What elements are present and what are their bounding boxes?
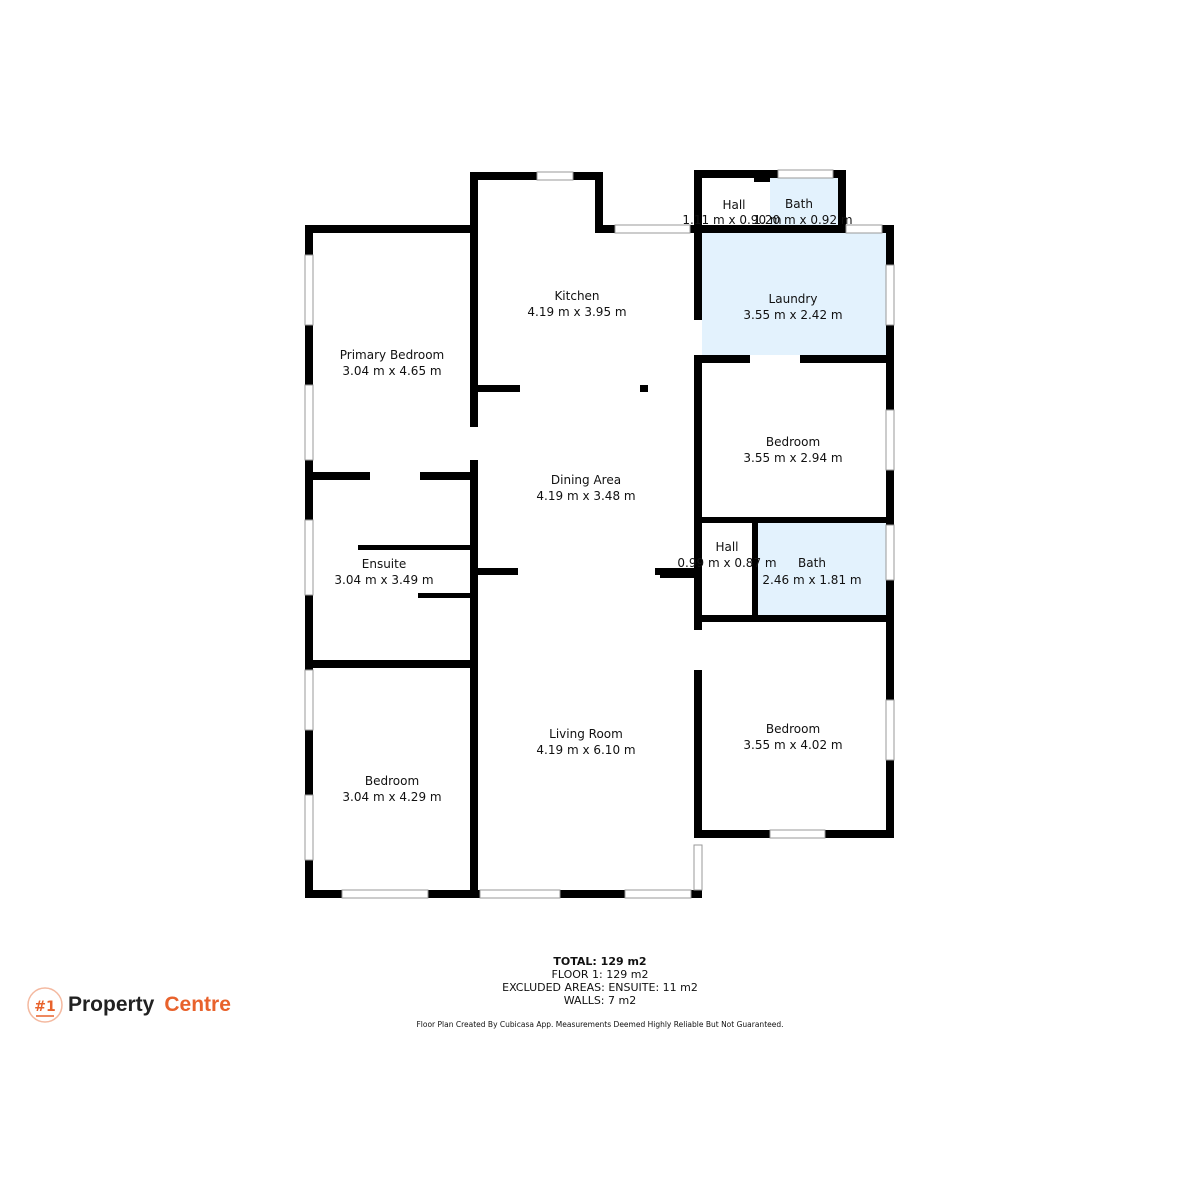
room-name: Bedroom [766,722,820,736]
logo-text-property: Property [68,993,155,1016]
excluded-area: EXCLUDED AREAS: ENSUITE: 11 m2 [502,981,698,994]
room-name: Bedroom [365,774,419,788]
room-dims: 2.46 m x 1.81 m [762,573,861,587]
property-centre-logo: #1 Property Centre [26,986,231,1024]
bath-top-fill [770,178,838,228]
room-dims: 1.20 m x 0.92 m [753,213,852,227]
logo-mark-icon: #1 [27,987,63,1023]
room-dims: 1.11 m x 0.90 m [682,213,781,227]
room-name: Kitchen [554,289,599,303]
room-name: Laundry [769,292,818,306]
room-name: Hall [722,198,745,212]
total-area: TOTAL: 129 m2 [553,955,647,968]
logo-text-centre: Centre [164,993,231,1016]
room-name: Ensuite [362,557,406,571]
room-labels: Primary Bedroom 3.04 m x 4.65 m Kitchen … [334,197,861,804]
room-dims: 3.04 m x 4.65 m [342,364,441,378]
room-dims: 3.55 m x 2.94 m [743,451,842,465]
svg-text:#1: #1 [34,999,55,1015]
area-summary: TOTAL: 129 m2 FLOOR 1: 129 m2 EXCLUDED A… [400,955,800,1007]
room-name: Bedroom [766,435,820,449]
walls-area: WALLS: 7 m2 [563,994,637,1007]
room-dims: 3.55 m x 4.02 m [743,738,842,752]
room-dims: 4.19 m x 3.95 m [527,305,626,319]
windows [304,169,895,899]
bath-fill [758,523,886,615]
room-name: Bath [798,556,826,570]
disclaimer: Floor Plan Created By Cubicasa App. Meas… [416,1020,784,1029]
floor-area: FLOOR 1: 129 m2 [551,968,649,981]
room-name: Primary Bedroom [340,348,444,362]
laundry-fill [702,233,886,355]
room-dims: 4.19 m x 3.48 m [536,489,635,503]
room-dims: 0.99 m x 0.87 m [677,556,776,570]
room-dims: 3.55 m x 2.42 m [743,308,842,322]
room-name: Hall [715,540,738,554]
room-name: Living Room [549,727,623,741]
room-dims: 4.19 m x 6.10 m [536,743,635,757]
room-dims: 3.04 m x 3.49 m [334,573,433,587]
wet-area-fills [702,178,886,615]
room-name: Dining Area [551,473,621,487]
room-dims: 3.04 m x 4.29 m [342,790,441,804]
room-name: Bath [785,197,813,211]
